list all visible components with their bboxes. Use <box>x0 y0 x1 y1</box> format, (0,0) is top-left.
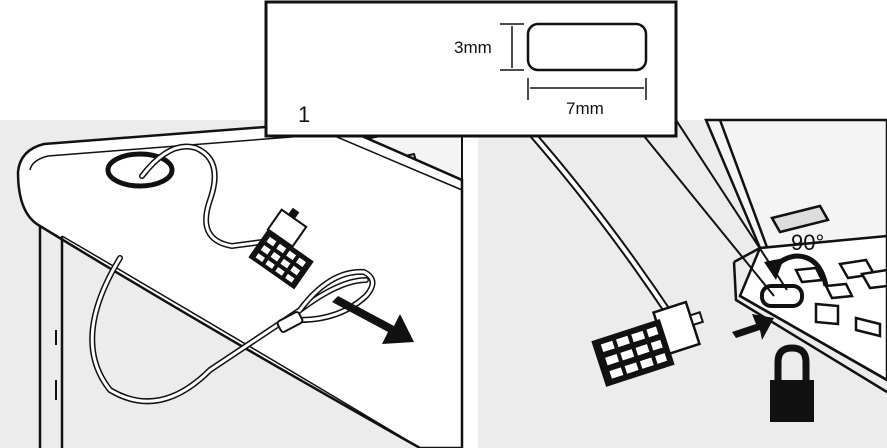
right-panel: 90° <box>478 116 887 448</box>
slot-width-label: 7mm <box>566 99 604 118</box>
slot-height-label: 3mm <box>454 38 492 57</box>
step-number: 1 <box>298 102 310 127</box>
combination-lock-left <box>248 207 314 290</box>
combination-lock-right <box>591 300 705 387</box>
height-dimension <box>500 23 524 71</box>
padlock-icon <box>770 344 814 422</box>
width-dimension <box>527 78 647 100</box>
cable-crimp <box>276 311 304 333</box>
table-top-edge <box>29 133 463 191</box>
security-cable-core <box>90 145 368 403</box>
rotation-label: 90° <box>791 230 824 255</box>
cable-loop-core <box>298 270 374 322</box>
laptop <box>704 118 887 394</box>
left-panel <box>0 118 464 448</box>
lock-slot <box>760 284 804 308</box>
arrow-down-right-icon <box>332 296 414 344</box>
slot-shape <box>526 22 648 72</box>
arrow-right-icon <box>732 314 774 340</box>
table-underside <box>61 235 421 448</box>
inset-leader <box>643 119 788 297</box>
table-top <box>16 120 464 448</box>
lock-cable-core <box>518 118 674 320</box>
table-leg <box>38 226 64 448</box>
dimension-inset: 3mm 7mm 1 <box>264 0 788 297</box>
